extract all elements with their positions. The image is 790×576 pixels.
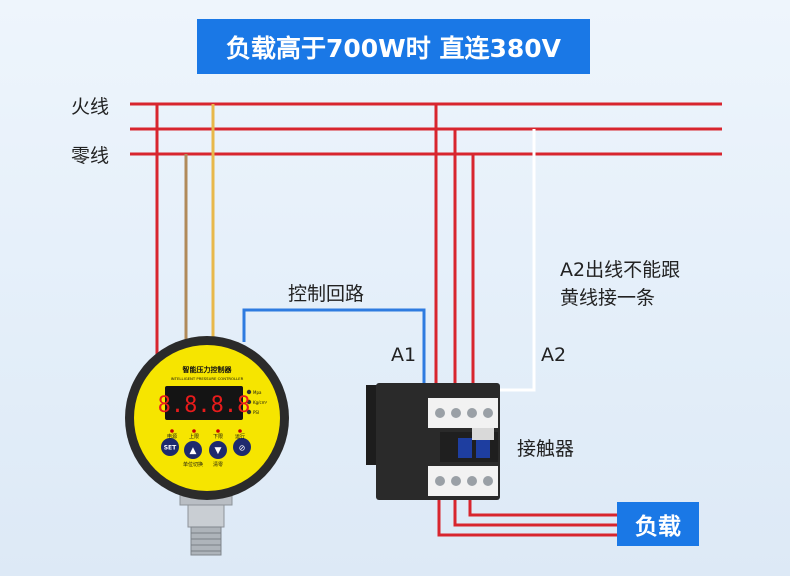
controller-top-label-2: 上限 (189, 433, 199, 440)
controller-button-set-label: SET (164, 445, 177, 452)
controller-button-up-label: ▲ (190, 446, 197, 456)
controller-subtitle: INTELLIGENT PRESSURE CONTROLLER (171, 376, 244, 381)
controller-bottom-label-1: 单位切换 (183, 461, 203, 468)
load-box: 负载 (617, 502, 699, 546)
control-loop-label: 控制回路 (288, 283, 365, 305)
controller-display (165, 386, 243, 420)
a2-label: A2 (541, 344, 567, 366)
a2-warning-line-1: A2出线不能跟 (560, 259, 681, 281)
a2-warning-note: A2出线不能跟 黄线接一条 (560, 256, 680, 312)
controller-unit-2: Kg/cm² (253, 400, 268, 405)
controller-set-button (161, 438, 179, 456)
controller-top-label-4: 运行 (235, 433, 245, 440)
contactor-device (366, 383, 500, 500)
controller-zero-button (233, 438, 251, 456)
controller-unit-1: Mpa (253, 390, 262, 395)
title-banner: 负载高于700W时 直连380V (197, 19, 590, 74)
control-loop-wire (242, 308, 426, 396)
load-wire-3 (468, 495, 620, 517)
load-wire-1 (437, 495, 620, 537)
controller-up-button (184, 441, 202, 459)
a1-label: A1 (391, 344, 417, 366)
a2-warning-line-2: 黄线接一条 (560, 287, 656, 309)
controller-stem (187, 504, 225, 528)
controller-unit-3: PSI (253, 410, 259, 415)
controller-name: 智能压力控制器 (183, 365, 233, 374)
a2-wire (500, 129, 536, 392)
controller-button-down-label: ▼ (215, 446, 222, 456)
zero-line-label: 零线 (71, 145, 110, 167)
pressure-controller (125, 336, 289, 556)
controller-display-value: 8.8.8.8 (158, 393, 251, 418)
controller-top-label-3: 下限 (213, 433, 223, 440)
controller-bottom-label-2: 清零 (213, 461, 223, 468)
controller-down-button (209, 441, 227, 459)
contactor-label: 接触器 (517, 438, 575, 460)
fire-line-label: 火线 (71, 96, 110, 118)
controller-button-zero-label: ⊘ (239, 444, 246, 453)
controller-top-label-1: 电源 (167, 433, 177, 440)
load-wire-2 (453, 495, 620, 527)
controller-thread (190, 526, 222, 556)
